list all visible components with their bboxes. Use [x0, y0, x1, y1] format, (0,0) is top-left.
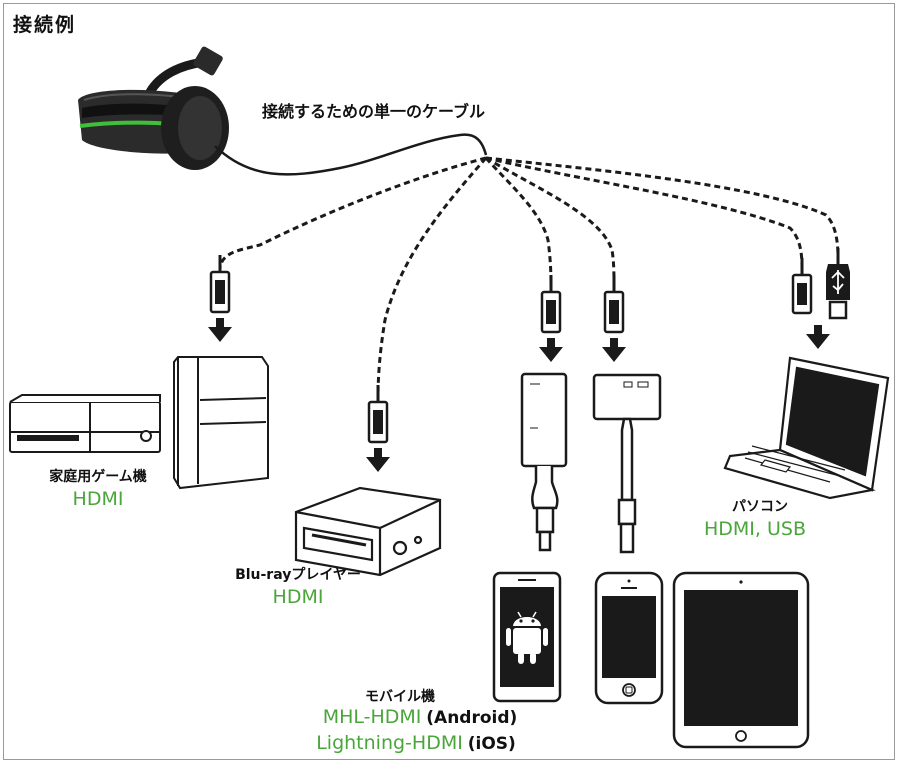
game-console-icon [173, 356, 269, 490]
hdmi-plug-icon [209, 255, 231, 314]
pc-name: パソコン [732, 499, 788, 515]
down-arrow-icon [806, 325, 830, 349]
cable-to-pc-hdmi [485, 156, 804, 269]
mhl-hdmi-label: MHL-HDMI [322, 706, 422, 728]
diagram-frame [3, 3, 895, 760]
lightning-adapter-icon [592, 373, 662, 554]
bluray-name: Blu-rayプレイヤー [235, 567, 361, 583]
usb-plug-icon [826, 248, 850, 320]
cable-to-lightning [485, 156, 616, 287]
hdmi-plug-icon [367, 385, 389, 444]
hdmi-plug-icon [603, 275, 625, 334]
android-os-label: (Android) [426, 708, 518, 728]
down-arrow-icon [602, 338, 626, 362]
game-console-name: 家庭用ゲーム機 [49, 469, 147, 485]
pc-connection: HDMI, USB [704, 518, 806, 540]
cable-to-mhl [484, 157, 553, 287]
bluray-connection: HDMI [272, 586, 324, 608]
game-console-icon [9, 394, 161, 453]
mobile-connection-ios: Lightning-HDMI (iOS) [296, 732, 536, 754]
cable-to-bluray [376, 157, 488, 399]
hdmi-plug-icon [540, 275, 562, 334]
laptop-icon [723, 356, 890, 500]
game-console-connection: HDMI [72, 488, 124, 510]
bluray-player-icon [294, 486, 442, 577]
cable-label: 接続するための単一のケーブル [262, 102, 486, 121]
android-phone-icon [492, 571, 562, 703]
down-arrow-icon [208, 318, 232, 342]
down-arrow-icon [539, 338, 563, 362]
cable-to-pc-usb [485, 156, 840, 259]
lightning-hdmi-label: Lightning-HDMI [316, 732, 463, 754]
ipad-icon [672, 571, 810, 749]
mobile-connection-android: MHL-HDMI (Android) [300, 706, 540, 728]
mhl-adapter-icon [520, 372, 568, 552]
hdmi-plug-icon [791, 258, 813, 315]
cable-to-console [218, 156, 487, 269]
page-title: 接続例 [13, 14, 77, 36]
cable-branches [218, 156, 840, 399]
down-arrow-icon [366, 448, 390, 472]
ios-label: (iOS) [467, 734, 516, 754]
iphone-icon [594, 571, 664, 705]
mobile-name: モバイル機 [365, 689, 435, 705]
headset-icon [78, 46, 488, 176]
